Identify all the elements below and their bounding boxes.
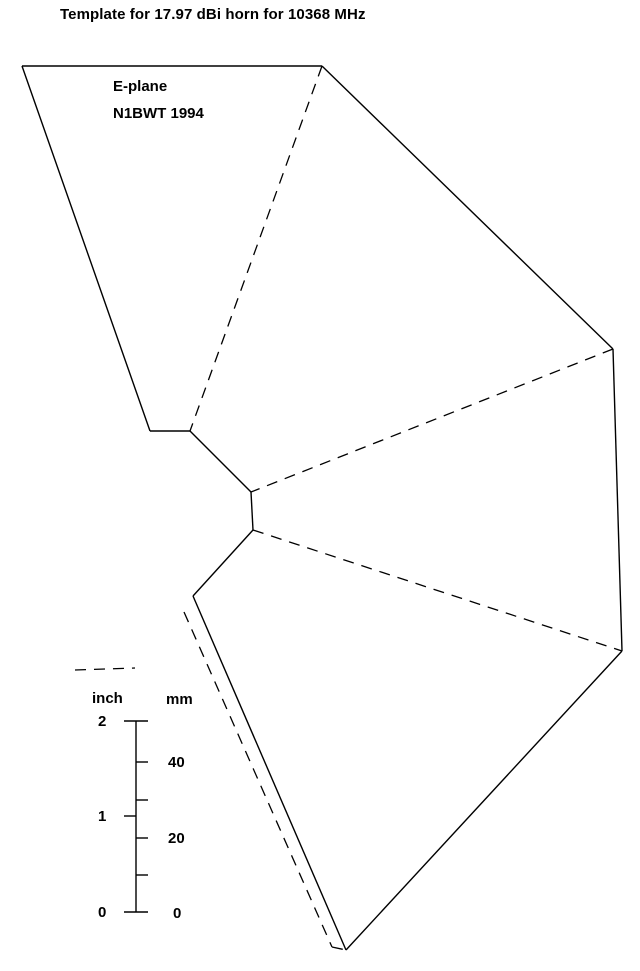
- fold-line-1: [189, 65, 323, 432]
- page-title: Template for 17.97 dBi horn for 10368 MH…: [60, 6, 366, 23]
- scale-top-dash: [74, 667, 136, 671]
- mm-unit-label: mm: [166, 691, 193, 708]
- inch-unit-label: inch: [92, 690, 123, 707]
- fold-line-3: [252, 529, 623, 652]
- inner-slant-lower: [192, 529, 254, 597]
- glue-flap-line: [183, 611, 333, 948]
- lower-inner-edge: [192, 595, 347, 951]
- mm-tick-label-20: 20: [168, 830, 185, 847]
- scale-bar: [124, 720, 148, 913]
- mm-tick-label-0: 0: [173, 905, 181, 922]
- plane-label: E-plane: [113, 78, 168, 95]
- fold-line-2: [250, 348, 614, 493]
- inch-tick-label-2: 2: [98, 713, 106, 730]
- inch-tick-label-0: 0: [98, 904, 106, 921]
- author-label: N1BWT 1994: [113, 105, 204, 122]
- template-outline: [21, 65, 623, 951]
- left-edge: [21, 65, 151, 432]
- glue-flap-end: [331, 946, 347, 951]
- right-edge: [612, 348, 623, 652]
- fold-lines: [74, 65, 623, 951]
- upper-outer-edge: [321, 65, 614, 350]
- throat-edge: [250, 491, 254, 531]
- inner-slant-upper: [189, 430, 252, 493]
- mm-tick-label-40: 40: [168, 754, 185, 771]
- lower-outer-edge: [345, 650, 623, 951]
- inch-tick-label-1: 1: [98, 808, 106, 825]
